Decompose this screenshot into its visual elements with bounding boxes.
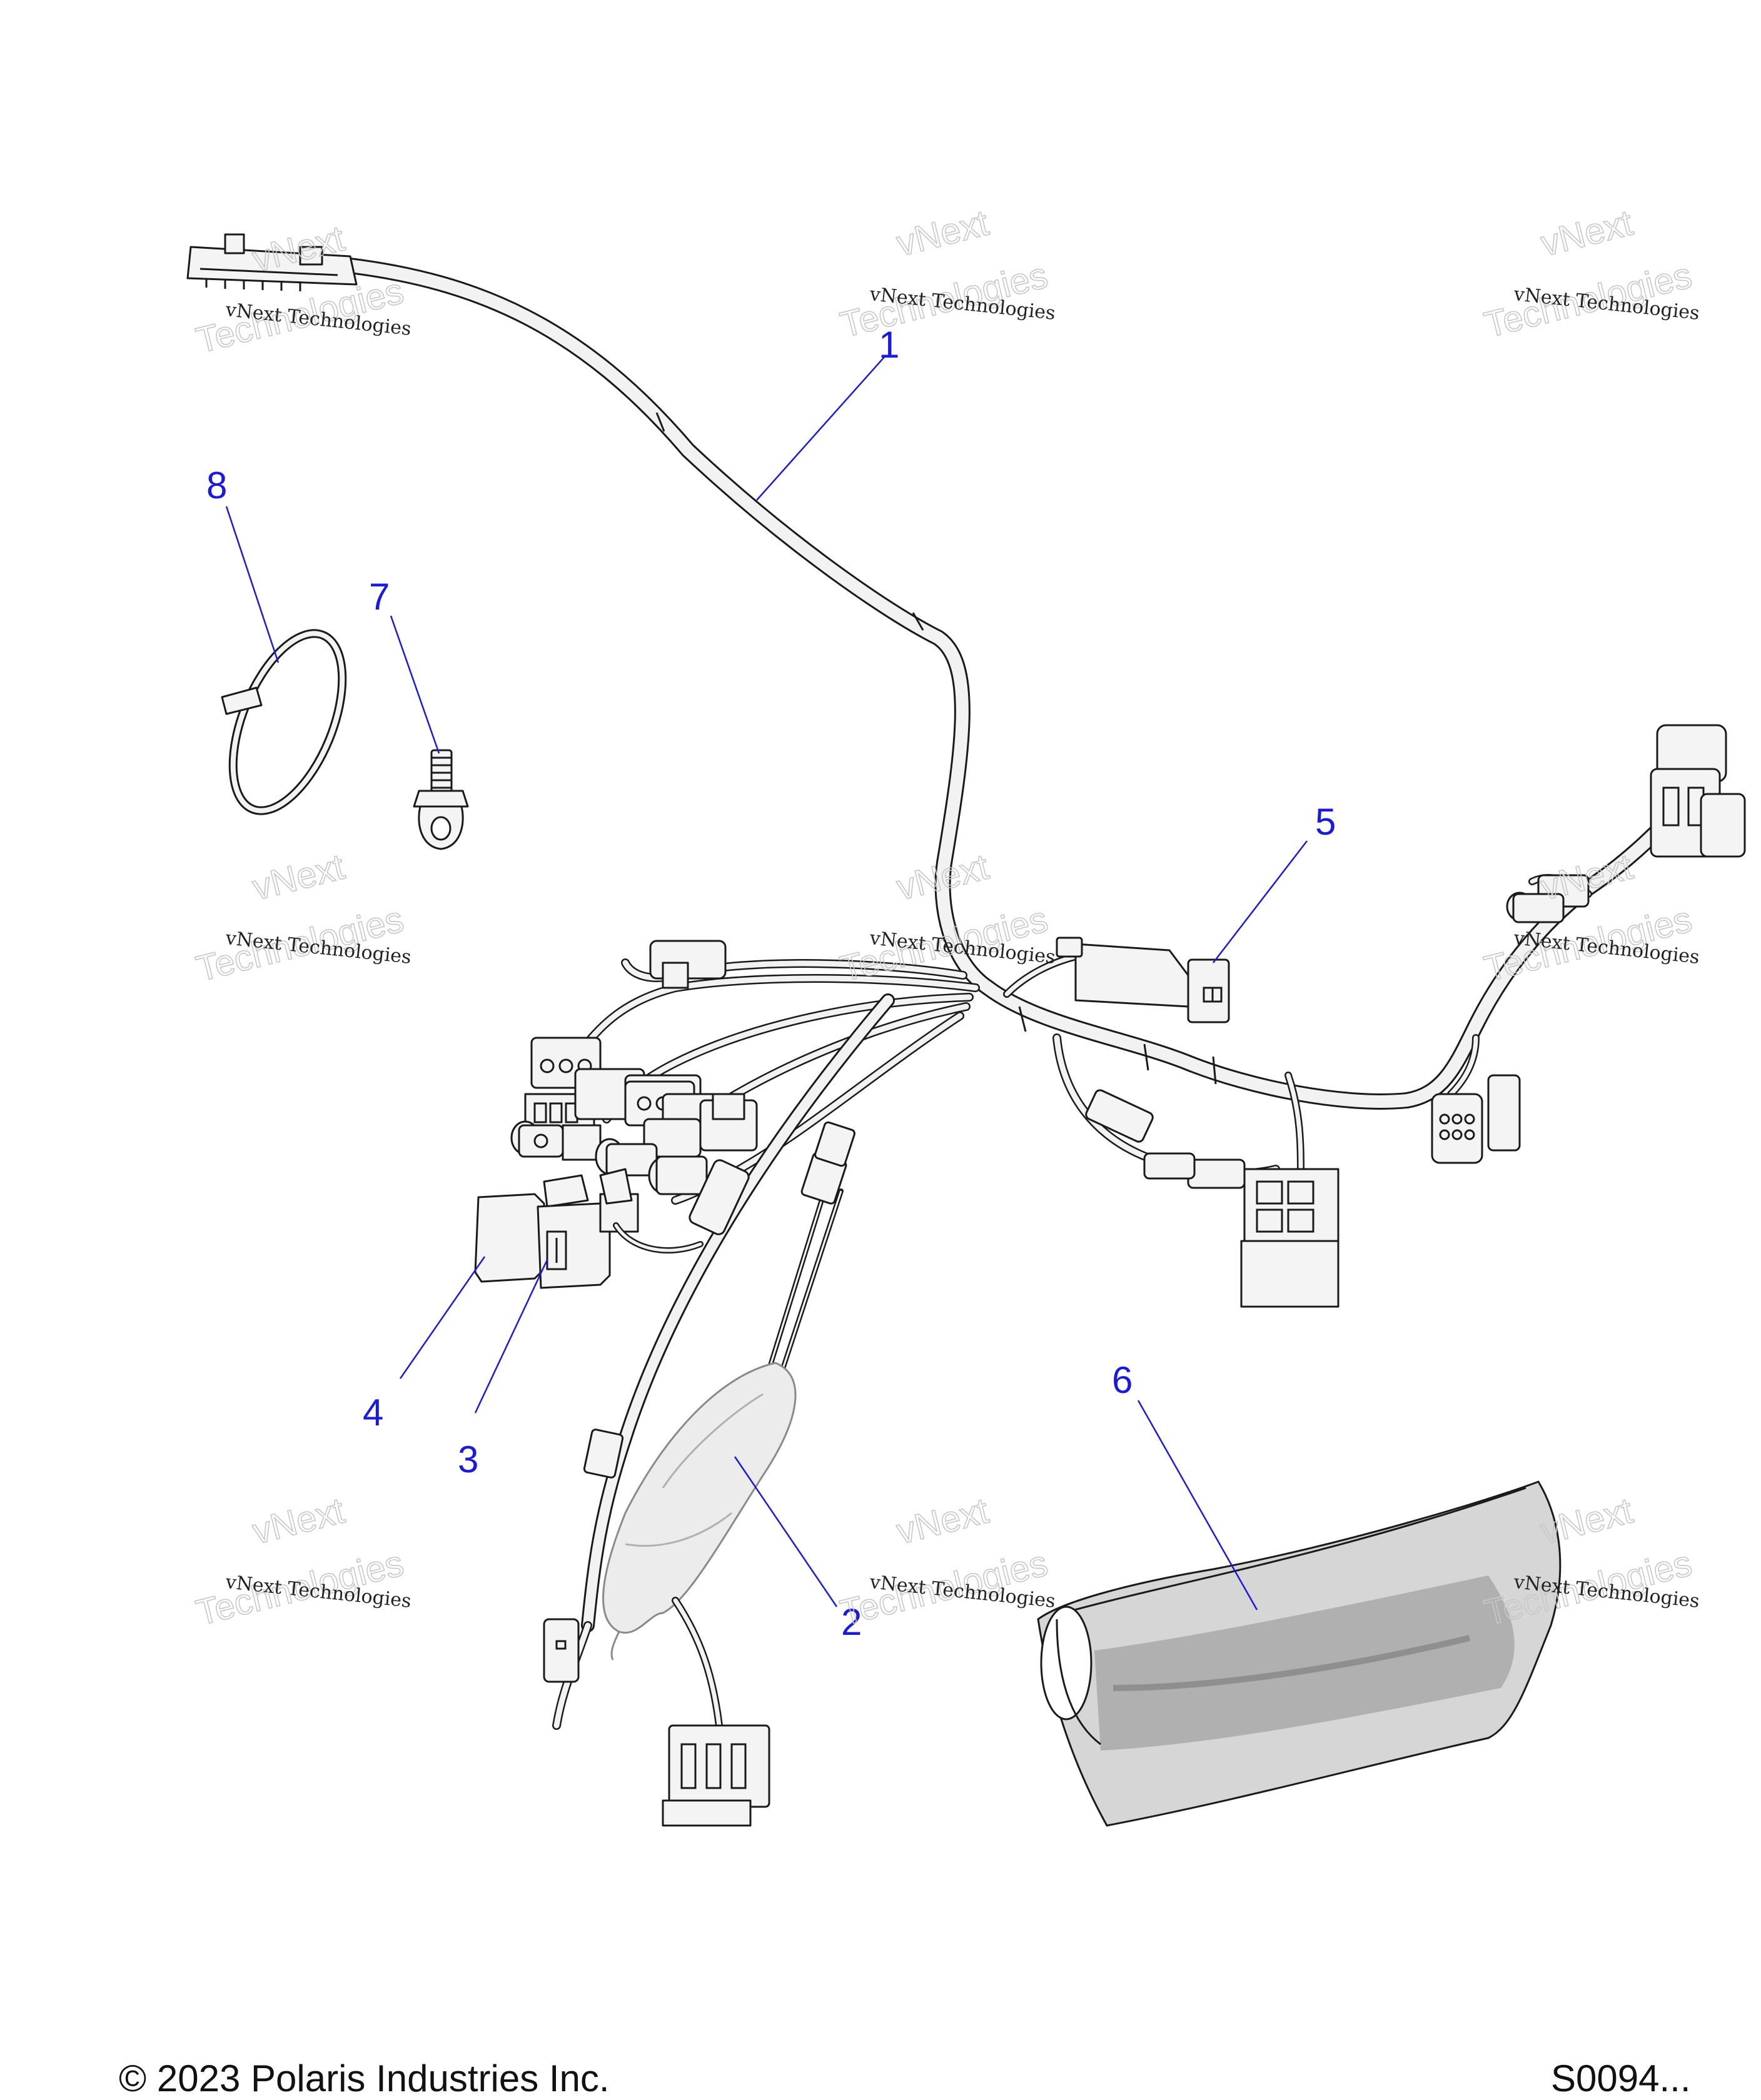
callout-3: 3 [458, 1439, 478, 1480]
callout-numbers: 1 2 3 4 5 6 7 8 [206, 324, 1336, 1643]
part-5-connector [1056, 937, 1230, 1023]
watermark-4: vNext Technologies vNext Technologies [192, 846, 413, 990]
leader-lines [225, 356, 1308, 1610]
diagram-code: S0094... [1551, 2057, 1691, 2099]
svg-text:vNext: vNext [248, 1490, 348, 1552]
watermark-8: vNext Technologies vNext Technologies [836, 1490, 1057, 1634]
watermark-3: vNext Technologies vNext Technologies [1480, 202, 1701, 346]
callout-1: 1 [879, 324, 899, 366]
watermark-2: vNext Technologies vNext Technologies [836, 202, 1057, 346]
svg-text:vNext: vNext [1536, 1490, 1637, 1552]
right-connectors [1431, 724, 1746, 1164]
svg-text:vNext: vNext [892, 203, 992, 264]
callout-7: 7 [369, 576, 390, 618]
callout-6: 6 [1112, 1359, 1133, 1401]
part-7-stud [413, 749, 469, 850]
svg-text:vNext: vNext [892, 1490, 992, 1552]
watermark-7: vNext Technologies vNext Technologies [192, 1490, 413, 1634]
svg-text:vNext: vNext [1536, 203, 1637, 264]
callout-5: 5 [1315, 801, 1336, 843]
part-6-sleeve [1037, 1480, 1562, 1827]
left-connector-cluster [474, 940, 758, 1289]
callout-4: 4 [363, 1392, 383, 1434]
part-2-sensor [543, 1121, 855, 1827]
callout-8: 8 [206, 465, 227, 506]
relay-box [1085, 1089, 1340, 1308]
part-8-cable-tie [221, 629, 347, 815]
callout-2: 2 [841, 1601, 862, 1643]
svg-text:vNext: vNext [248, 847, 348, 908]
copyright-text: © 2023 Polaris Industries Inc. [119, 2057, 610, 2099]
top-left-connector [186, 233, 358, 291]
